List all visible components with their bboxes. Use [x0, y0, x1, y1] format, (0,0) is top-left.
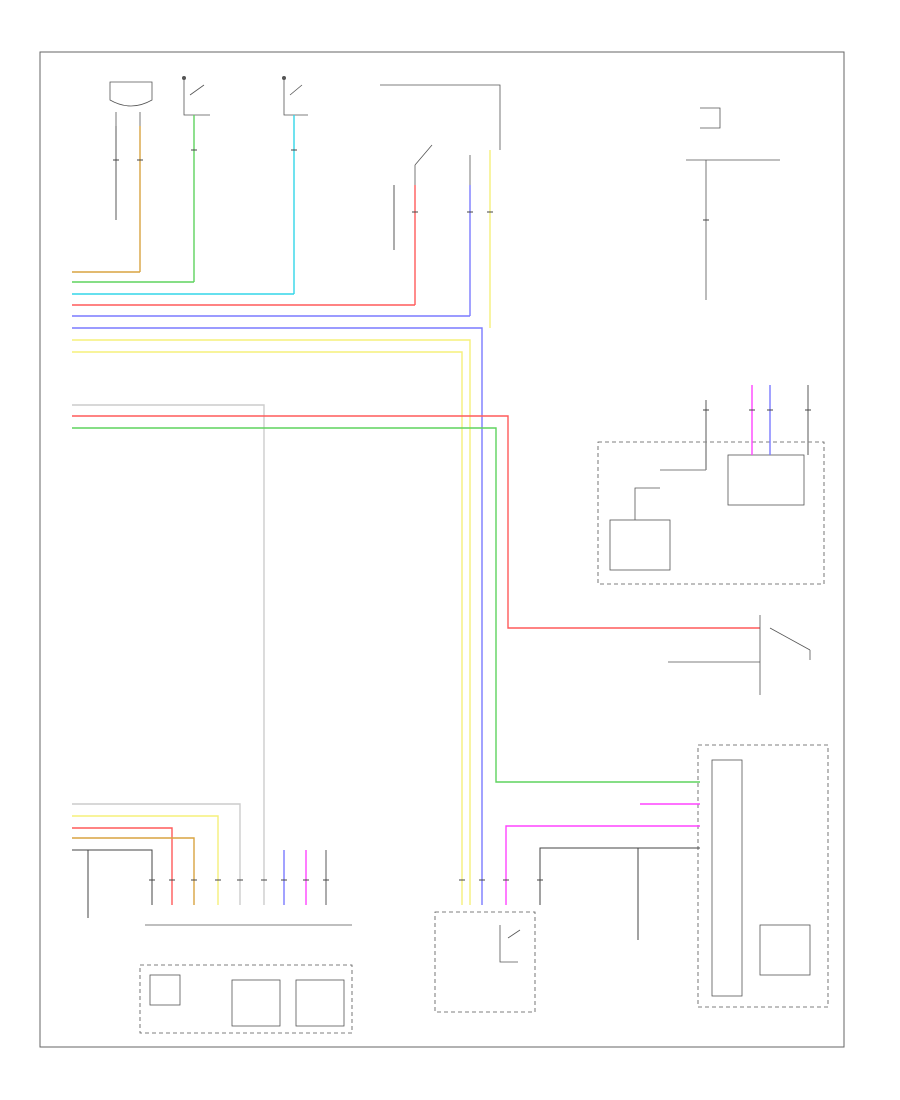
- pink-wire-lower: [505, 825, 700, 905]
- connector-marks: [113, 149, 811, 881]
- blue-wire-long: [72, 327, 483, 905]
- gray-wire-low: [72, 803, 241, 905]
- red-wire-mid: [72, 415, 760, 629]
- top-center-relay: [380, 84, 501, 185]
- right-control-module: [597, 441, 825, 585]
- green-wire-mid: [72, 427, 700, 783]
- orange-wire-low: [72, 837, 195, 905]
- red-wire-low: [72, 827, 173, 905]
- top-right-component: [686, 107, 780, 300]
- yellow-wire-1: [72, 339, 471, 905]
- top-switch-2: [182, 76, 210, 116]
- bottom-connector-block: [139, 924, 353, 1034]
- bottom-right-module: [697, 744, 829, 1008]
- diagram-frame: [39, 51, 845, 1048]
- black-wire-low: [72, 849, 153, 905]
- top-switch-3: [282, 76, 308, 116]
- right-lower-switch: [668, 615, 811, 695]
- gray-wire-mid: [72, 404, 265, 905]
- top-left-switch-component: [109, 81, 153, 126]
- yellow-wire-low-1: [72, 815, 219, 905]
- yellow-wire-2: [72, 351, 463, 905]
- black-wire-bottom: [539, 847, 700, 905]
- bottom-center-switch: [434, 911, 536, 1013]
